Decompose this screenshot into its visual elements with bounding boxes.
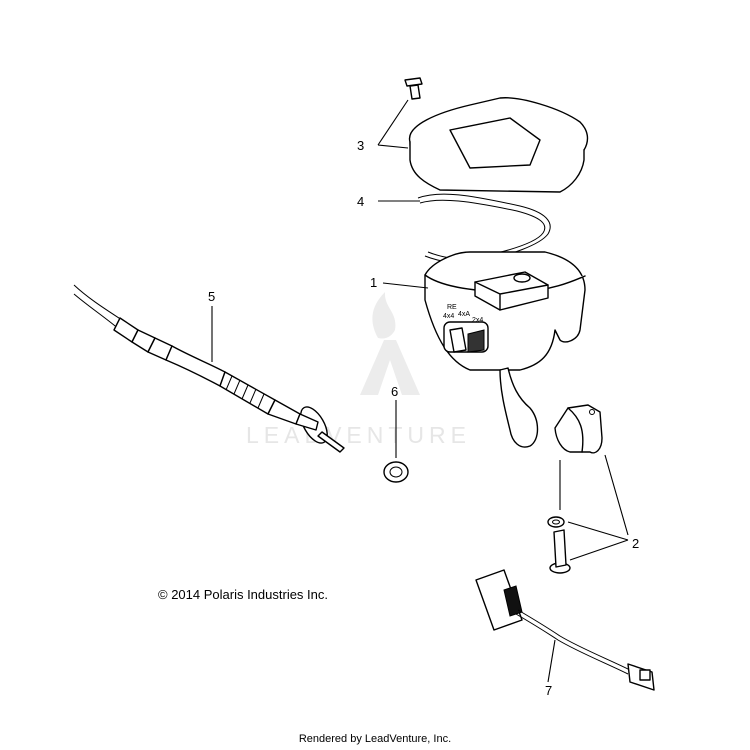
watermark: LEADVENTURE xyxy=(246,292,471,448)
part-5-throttle-cable xyxy=(73,284,345,453)
callout-4: 4 xyxy=(357,194,364,209)
watermark-text: LEADVENTURE xyxy=(246,422,471,448)
leader-2 xyxy=(567,521,629,561)
cover-top xyxy=(408,97,589,193)
part-6-o-ring xyxy=(383,461,409,483)
copyright-text: © 2014 Polaris Industries Inc. xyxy=(158,587,328,602)
callout-2: 2 xyxy=(632,536,639,551)
watermark-logo-icon xyxy=(360,292,420,395)
drive-mode-selector: RE 4x4 4xA 2x4 xyxy=(443,304,489,353)
part-3-cover-assembly xyxy=(404,77,589,193)
clamp-washer xyxy=(547,516,565,528)
leader-7 xyxy=(547,639,556,683)
selector-label-right: 2x4 xyxy=(472,317,483,324)
callout-3: 3 xyxy=(357,138,364,153)
leader-2-upper xyxy=(559,454,629,536)
callout-1: 1 xyxy=(370,275,377,290)
housing-screw-hole xyxy=(513,273,531,283)
part-7-wire-harness xyxy=(475,569,655,691)
callout-6: 6 xyxy=(391,384,398,399)
part-1-switch-housing: RE 4x4 4xA 2x4 xyxy=(424,251,586,448)
footer-text: Rendered by LeadVenture, Inc. xyxy=(298,733,452,745)
leader-1 xyxy=(382,282,429,289)
part-2-clamp-assembly xyxy=(547,404,603,574)
handlebar-clamp xyxy=(554,404,603,454)
callout-5: 5 xyxy=(208,289,215,304)
clamp-screw xyxy=(549,529,571,574)
selector-label-mid: 4xA xyxy=(458,311,470,318)
leader-3 xyxy=(377,99,409,149)
selector-label-top: RE xyxy=(447,304,457,311)
cover-screw xyxy=(404,77,423,100)
callout-7: 7 xyxy=(545,683,552,698)
selector-label-left: 4x4 xyxy=(443,313,454,320)
throttle-lever xyxy=(499,367,539,448)
